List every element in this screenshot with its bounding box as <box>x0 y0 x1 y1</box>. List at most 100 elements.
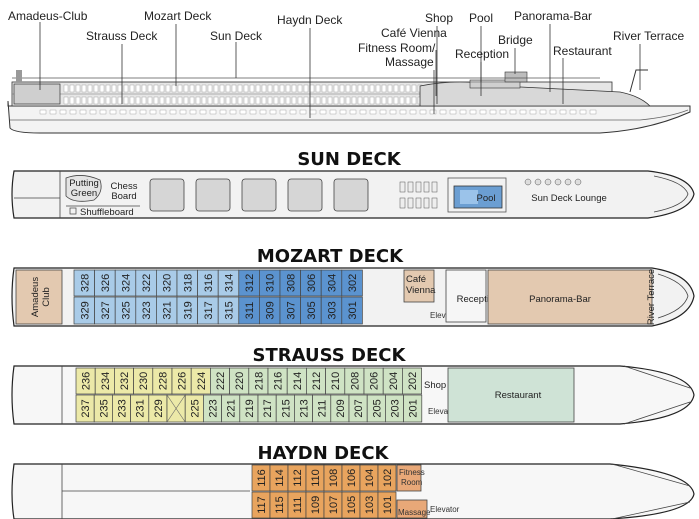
cabin-number: 234 <box>100 372 112 390</box>
label-massage: Massage <box>385 55 434 69</box>
mozart-elevator-label: Elevator <box>430 311 460 320</box>
haydn-elevator-label: Elevator <box>430 505 460 514</box>
cabin-number: 307 <box>285 301 297 319</box>
cabin-number: 314 <box>224 274 236 292</box>
strauss-deck-title: STRAUSS DECK <box>253 345 407 366</box>
label-panorama-bar: Panorama-Bar <box>514 9 592 23</box>
amadeus-label: Amadeus <box>30 277 41 317</box>
label-fitness-room: Fitness Room/ <box>358 41 436 55</box>
cabin-number: 207 <box>353 399 365 417</box>
cabin-number: 106 <box>346 469 358 487</box>
cabin-cell <box>403 394 423 423</box>
cabin-number: 215 <box>280 399 292 417</box>
cabin-number: 316 <box>203 274 215 292</box>
pool-label: Pool <box>476 193 495 204</box>
cabin-number: 204 <box>388 372 400 390</box>
deck-chair-group <box>287 178 323 212</box>
cabin-number: 325 <box>121 301 133 319</box>
cabin-number: 328 <box>79 274 91 292</box>
cabin-number: 205 <box>371 399 383 417</box>
cabin-number: 202 <box>407 372 419 390</box>
cabin-number: 327 <box>100 301 112 319</box>
cabin-number: 108 <box>328 469 340 487</box>
cabin-number: 312 <box>244 274 256 292</box>
label-mozart-deck: Mozart Deck <box>144 9 212 23</box>
cabin-number: 318 <box>182 274 194 292</box>
cabin-number: 329 <box>79 301 91 319</box>
club-label: Club <box>41 287 52 307</box>
shop-label: Shop <box>424 380 446 391</box>
cabin-number: 201 <box>408 399 420 417</box>
label-haydn-deck: Haydn Deck <box>277 13 343 27</box>
cabin-number: 304 <box>327 274 339 292</box>
cabin-number: 211 <box>317 400 329 418</box>
massage-label: Massage <box>398 508 431 517</box>
cabin-number: 208 <box>349 372 361 390</box>
cabin-number: 303 <box>327 301 339 319</box>
cabin-number: 315 <box>224 301 236 319</box>
cabin-number: 117 <box>256 496 268 514</box>
cabin-number: 237 <box>80 399 92 417</box>
cabin-number: 111 <box>292 497 304 514</box>
cabin-number: 112 <box>292 469 304 487</box>
label-sun-deck: Sun Deck <box>210 29 263 43</box>
cabin-number: 306 <box>306 274 318 292</box>
cabin-number: 103 <box>364 496 376 514</box>
cabin-number: 220 <box>234 372 246 390</box>
deck-chair-group <box>333 178 369 212</box>
label-river-terrace: River Terrace <box>613 29 684 43</box>
cabin-number: 225 <box>189 399 201 417</box>
sun-deck-lounge-label: Sun Deck Lounge <box>531 193 607 204</box>
cabin-number: 114 <box>274 469 286 487</box>
cabin-number: 110 <box>310 469 322 487</box>
cabin-number: 203 <box>390 399 402 417</box>
cabin-number: 322 <box>141 274 153 292</box>
cabin-number: 115 <box>274 496 286 514</box>
deck-chair-group <box>241 178 277 212</box>
cabin-number: 311 <box>244 302 256 320</box>
panorama-bar-label: Panorama-Bar <box>529 294 591 305</box>
cabin-number: 235 <box>98 399 110 417</box>
board-label: Board <box>111 191 136 202</box>
cabin-number: 102 <box>382 469 394 487</box>
cabin-number: 214 <box>292 372 304 390</box>
cafe-label: Café <box>406 274 426 285</box>
vienna-label: Vienna <box>406 285 436 296</box>
label-reception: Reception <box>455 47 509 61</box>
cabin-number: 324 <box>121 274 133 292</box>
putting-label: Putting <box>69 178 99 189</box>
reception-label: Reception <box>457 294 500 305</box>
cabin-number: 216 <box>273 372 285 390</box>
cabin-cell <box>341 296 363 325</box>
cabin-number: 310 <box>265 274 277 292</box>
cabin-number: 109 <box>310 496 322 514</box>
cabin-number: 206 <box>369 372 381 390</box>
cabin-number: 305 <box>306 301 318 319</box>
cabin-number: 308 <box>285 274 297 292</box>
room-label: Room <box>401 478 423 487</box>
cabin-number: 223 <box>208 399 220 417</box>
cabin-cell <box>402 367 422 395</box>
label-pool: Pool <box>469 11 493 25</box>
cabin-number: 233 <box>117 399 129 417</box>
cabin-number: 101 <box>382 496 394 514</box>
shuffleboard-label: Shuffleboard <box>80 207 134 218</box>
cabin-number: 321 <box>162 301 174 319</box>
fitness-label: Fitness <box>399 468 425 477</box>
deck-chair-group <box>195 178 231 212</box>
cabin-number: 210 <box>330 372 342 390</box>
label-bridge: Bridge <box>498 33 533 47</box>
green-label: Green <box>71 188 97 199</box>
deck-chair-group <box>149 178 185 212</box>
label-amadeus-club: Amadeus-Club <box>8 9 88 23</box>
river-terrace-label: River Terrace <box>646 269 657 325</box>
cabin-number: 236 <box>81 372 93 390</box>
cabin-number: 221 <box>226 399 238 417</box>
cabin-number: 229 <box>153 399 165 417</box>
cabin-number: 228 <box>157 372 169 390</box>
cabin-number: 302 <box>347 274 359 292</box>
cabin-number: 232 <box>119 372 131 390</box>
cabin-number: 319 <box>182 301 194 319</box>
